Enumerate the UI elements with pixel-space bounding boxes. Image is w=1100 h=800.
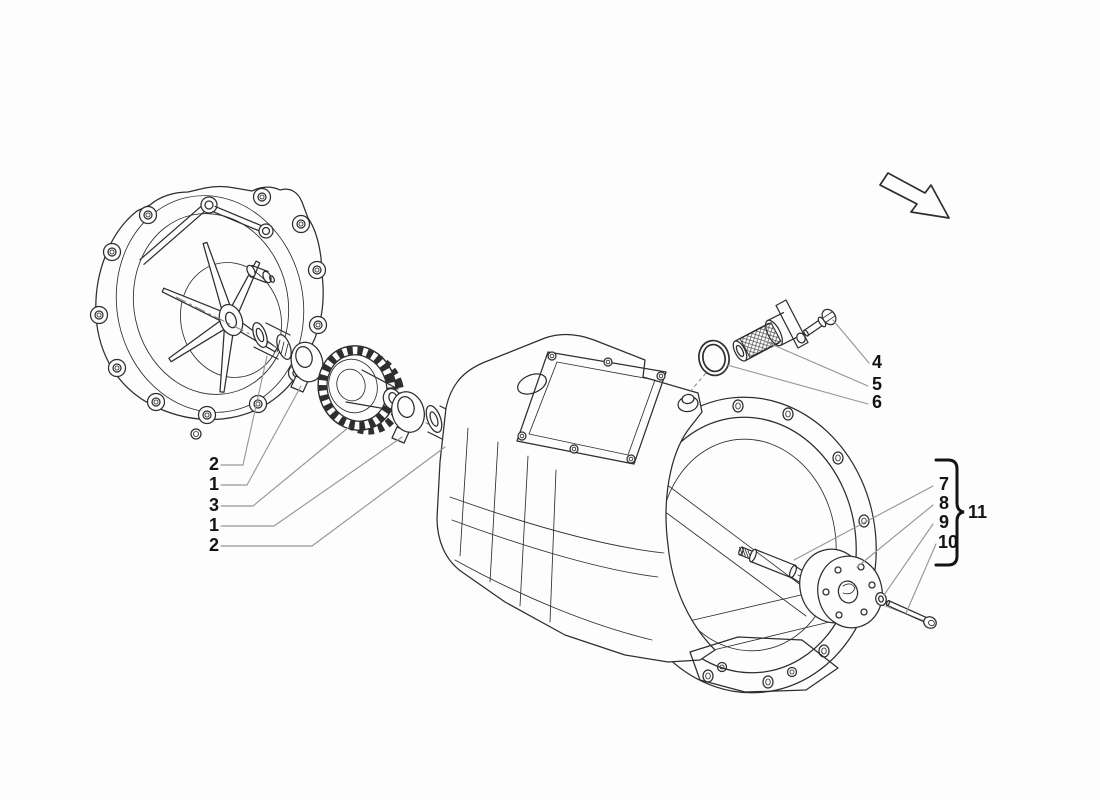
direction-arrow-icon <box>879 172 950 219</box>
gearbox-casing <box>436 333 877 694</box>
cover-bolt-holes <box>89 187 328 425</box>
pump-face-holes <box>822 563 876 619</box>
callout-11-pump-assembly: 11 <box>968 502 987 522</box>
strainer-bolt <box>803 308 837 337</box>
callout-labels: 2 1 3 1 2 4 5 6 7 8 9 10 11 <box>209 352 987 567</box>
oil-strainer-group <box>687 299 837 395</box>
strainer-tube <box>732 299 809 362</box>
callout-4-bolt: 4 <box>872 352 882 372</box>
callout-10-bolt: 10 <box>938 532 958 552</box>
cover-lever <box>139 196 275 284</box>
callout-5-strainer: 5 <box>872 374 882 394</box>
pump-washer <box>875 592 887 606</box>
o-ring <box>698 339 730 377</box>
clutch-cover <box>89 185 328 440</box>
callout-9-washer: 9 <box>939 512 949 532</box>
tab-washer-front <box>290 341 324 393</box>
oil-pump-group <box>738 546 937 629</box>
callout-3-gear: 3 <box>209 495 219 515</box>
callout-7-shaft: 7 <box>939 474 949 494</box>
callout-6-o-ring: 6 <box>872 392 882 412</box>
tab-washer-rear <box>391 391 425 444</box>
callout-leader-lines <box>220 319 937 614</box>
callout-1-front-washer: 1 <box>209 474 219 494</box>
callout-2-front-bearing: 2 <box>209 454 219 474</box>
pump-shaft <box>738 546 807 585</box>
pump-body <box>799 548 883 629</box>
gear-axis-centerline <box>175 296 479 450</box>
group-bracket <box>934 458 965 567</box>
opening-bolt-bosses <box>517 351 666 464</box>
callout-2-rear-bearing: 2 <box>209 535 219 555</box>
callout-1-rear-washer: 1 <box>209 515 219 535</box>
pump-bolt <box>885 599 937 629</box>
callout-8-pump-body: 8 <box>939 493 949 513</box>
oil-pump-gear <box>317 345 405 435</box>
needle-bearing-front <box>252 321 292 361</box>
